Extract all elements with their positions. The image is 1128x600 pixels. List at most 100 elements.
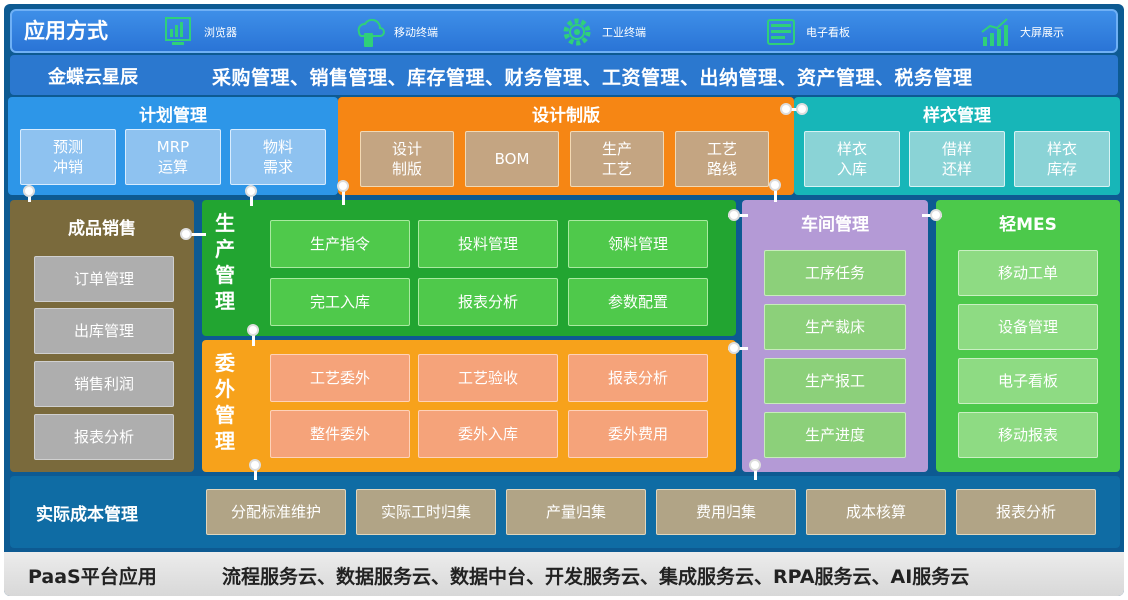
outsource-item: 整件委外 (270, 410, 410, 458)
production-item: 生产指令 (270, 220, 410, 268)
connector-dot (796, 103, 808, 115)
cost-panel: 实际成本管理 分配标准维护 实际工时归集 产量归集 费用归集 成本核算 报表分析 (10, 476, 1120, 548)
design-panel: 设计制版 设计 制版 BOM 生产 工艺 工艺 路线 (338, 97, 794, 195)
plan-item: MRP 运算 (125, 129, 221, 185)
workshop-item: 生产报工 (764, 358, 906, 404)
connector-dot (780, 103, 792, 115)
connector-dot (249, 459, 261, 471)
architecture-diagram: 应用方式 浏览器 移动终端 工业终端 电子看板 大屏展示 金蝶云星辰 采购管理、… (4, 4, 1124, 596)
outsource-item: 工艺委外 (270, 354, 410, 402)
connector-dot (769, 179, 781, 191)
cost-item: 产量归集 (506, 489, 646, 535)
chart-monitor-icon (165, 17, 191, 45)
connector-line (188, 233, 206, 236)
outsource-title: 委 外 管 理 (215, 351, 235, 453)
trend-chart-icon (981, 18, 1008, 46)
app-industrial: 工业终端 (560, 13, 646, 51)
connector-line (342, 185, 345, 205)
connector-line (784, 108, 800, 111)
connector-line (252, 328, 255, 346)
workshop-item: 生产进度 (764, 412, 906, 458)
sales-item: 报表分析 (34, 414, 174, 460)
production-item: 报表分析 (418, 278, 558, 326)
plan-item: 物料 需求 (230, 129, 326, 185)
connector-dot (930, 209, 942, 221)
cost-item: 成本核算 (806, 489, 946, 535)
app-label: 大屏展示 (1020, 26, 1064, 39)
connector-dot (180, 228, 192, 240)
mes-item: 电子看板 (958, 358, 1098, 404)
sales-item: 销售利润 (34, 361, 174, 407)
production-item: 参数配置 (568, 278, 708, 326)
board-icon (767, 19, 795, 45)
production-item: 投料管理 (418, 220, 558, 268)
plan-title: 计划管理 (139, 106, 207, 126)
design-item: BOM (465, 131, 559, 187)
design-item: 工艺 路线 (675, 131, 769, 187)
app-modes-bar: 应用方式 浏览器 移动终端 工业终端 电子看板 大屏展示 (10, 9, 1118, 53)
outsource-item: 委外入库 (418, 410, 558, 458)
workshop-panel: 车间管理 工序任务 生产裁床 生产报工 生产进度 (742, 200, 928, 472)
app-modes-title: 应用方式 (24, 19, 108, 43)
cost-item: 分配标准维护 (206, 489, 346, 535)
cloud-phone-icon (357, 18, 385, 47)
cost-item: 费用归集 (656, 489, 796, 535)
paas-bar: PaaS平台应用 流程服务云、数据服务云、数据中台、开发服务云、集成服务云、RP… (4, 552, 1124, 596)
paas-title: PaaS平台应用 (28, 566, 157, 588)
mes-item: 移动工单 (958, 250, 1098, 296)
connector-line (754, 464, 757, 480)
app-label: 工业终端 (602, 26, 646, 39)
sample-panel: 样衣管理 样衣 入库 借样 还样 样衣 库存 (794, 97, 1120, 195)
workshop-title: 车间管理 (801, 215, 869, 235)
production-title: 生 产 管 理 (215, 211, 235, 313)
workshop-item: 生产裁床 (764, 304, 906, 350)
workshop-item: 工序任务 (764, 250, 906, 296)
sales-item: 出库管理 (34, 308, 174, 354)
design-item: 生产 工艺 (570, 131, 664, 187)
outsource-item: 报表分析 (568, 354, 708, 402)
plan-item: 预测 冲销 (20, 129, 116, 185)
production-panel: 生 产 管 理 生产指令 投料管理 领料管理 完工入库 报表分析 参数配置 (202, 200, 736, 336)
sales-panel: 成品销售 订单管理 出库管理 销售利润 报表分析 (10, 200, 194, 472)
production-item: 领料管理 (568, 220, 708, 268)
connector-line (254, 464, 257, 480)
connector-dot (728, 342, 740, 354)
sample-title: 样衣管理 (923, 106, 991, 126)
sample-item: 借样 还样 (909, 131, 1005, 187)
plan-panel: 计划管理 预测 冲销 MRP 运算 物料 需求 (8, 97, 338, 195)
connector-dot (247, 324, 259, 336)
outsource-item: 委外费用 (568, 410, 708, 458)
gear-icon (563, 18, 591, 46)
connector-dot (728, 209, 740, 221)
design-title: 设计制版 (532, 106, 600, 126)
mes-item: 设备管理 (958, 304, 1098, 350)
paas-services: 流程服务云、数据服务云、数据中台、开发服务云、集成服务云、RPA服务云、AI服务… (222, 566, 970, 588)
cost-item: 报表分析 (956, 489, 1096, 535)
cost-item: 实际工时归集 (356, 489, 496, 535)
app-board: 电子看板 (764, 13, 850, 51)
connector-line (774, 184, 777, 202)
app-label: 电子看板 (806, 26, 850, 39)
app-label: 移动终端 (394, 26, 438, 39)
sample-item: 样衣 库存 (1014, 131, 1110, 187)
outsource-item: 工艺验收 (418, 354, 558, 402)
app-browser: 浏览器 (162, 13, 237, 51)
connector-line (250, 190, 253, 206)
suite-bar: 金蝶云星辰 采购管理、销售管理、库存管理、财务管理、工资管理、出纳管理、资产管理… (10, 55, 1118, 95)
sales-item: 订单管理 (34, 256, 174, 302)
production-item: 完工入库 (270, 278, 410, 326)
app-label: 浏览器 (204, 26, 237, 39)
outsource-panel: 委 外 管 理 工艺委外 工艺验收 报表分析 整件委外 委外入库 委外费用 (202, 340, 736, 472)
sales-title: 成品销售 (68, 219, 136, 239)
connector-dot (23, 185, 35, 197)
sample-item: 样衣 入库 (804, 131, 900, 187)
mes-item: 移动报表 (958, 412, 1098, 458)
mes-panel: 轻MES 移动工单 设备管理 电子看板 移动报表 (936, 200, 1120, 472)
design-item: 设计 制版 (360, 131, 454, 187)
cost-title: 实际成本管理 (36, 505, 138, 525)
app-mobile: 移动终端 (352, 13, 438, 51)
app-bigscreen: 大屏展示 (978, 13, 1064, 51)
connector-dot (749, 459, 761, 471)
connector-dot (245, 185, 257, 197)
mes-title: 轻MES (999, 215, 1057, 235)
